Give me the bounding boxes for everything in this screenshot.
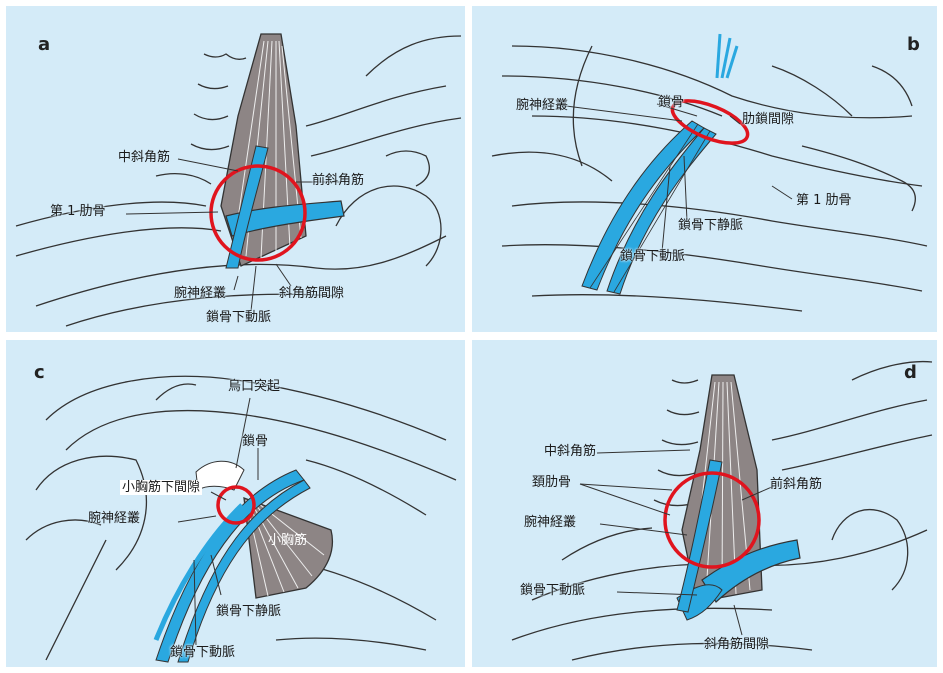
- vertebra-outline: [204, 54, 246, 59]
- upper-nerve-fibers: [717, 34, 737, 78]
- label-coracoid-process: 烏口突起: [228, 380, 280, 393]
- label-middle-scalene: 中斜角筋: [118, 151, 170, 164]
- label-subclavian-artery: 鎖骨下動脈: [520, 584, 585, 597]
- label-costoclavicular-space: 肋鎖間隙: [742, 113, 794, 126]
- label-subclavian-artery: 鎖骨下動脈: [206, 311, 271, 324]
- label-subclavian-vein: 鎖骨下静脈: [678, 219, 743, 232]
- panel-b-drawing: [472, 6, 937, 332]
- label-anterior-scalene: 前斜角筋: [312, 174, 364, 187]
- panel-a-drawing: [6, 6, 465, 332]
- panel-a: a 中斜角筋 前斜角筋 第 1 肋骨 腕神経叢 斜角筋間隙 鎖骨下動脈: [6, 6, 465, 332]
- label-cervical-rib: 頚肋骨: [532, 476, 571, 489]
- pectoralis-minor-muscle: [244, 498, 332, 598]
- label-anterior-scalene: 前斜角筋: [770, 478, 822, 491]
- label-clavicle: 鎖骨: [242, 435, 268, 448]
- label-middle-scalene: 中斜角筋: [544, 445, 596, 458]
- label-brachial-plexus: 腕神経叢: [516, 99, 568, 112]
- label-first-rib: 第 1 肋骨: [50, 205, 106, 218]
- panel-c-letter: c: [34, 362, 45, 383]
- panel-b-letter: b: [907, 34, 920, 55]
- label-brachial-plexus: 腕神経叢: [174, 287, 226, 300]
- panel-d-letter: d: [904, 362, 917, 383]
- panel-d-drawing: [472, 340, 937, 667]
- label-brachial-plexus: 腕神経叢: [524, 516, 576, 529]
- panel-d: d 中斜角筋 頚肋骨 前斜角筋 腕神経叢 鎖骨下動脈 斜角筋間隙: [472, 340, 937, 667]
- label-subclavian-artery: 鎖骨下動脈: [170, 646, 235, 659]
- label-subpectoralis-minor-space: 小胸筋下間隙: [120, 480, 202, 495]
- panel-c: c 烏口突起 鎖骨 小胸筋下間隙 腕神経叢 小胸筋 鎖骨下静脈 鎖骨下動脈: [6, 340, 465, 667]
- label-pectoralis-minor: 小胸筋: [268, 534, 307, 547]
- brachial-plexus-shape: [582, 121, 704, 290]
- label-first-rib: 第 1 肋骨: [796, 194, 852, 207]
- label-interscalene-space: 斜角筋間隙: [279, 287, 344, 300]
- label-interscalene-space: 斜角筋間隙: [704, 638, 769, 651]
- label-brachial-plexus: 腕神経叢: [88, 512, 140, 525]
- label-subclavian-artery: 鎖骨下動脈: [620, 250, 685, 263]
- label-subclavian-vein: 鎖骨下静脈: [216, 605, 281, 618]
- panel-b: b 鎖骨 腕神経叢 肋鎖間隙 第 1 肋骨 鎖骨下静脈 鎖骨下動脈: [472, 6, 937, 332]
- panel-a-letter: a: [38, 34, 50, 55]
- label-clavicle: 鎖骨: [658, 96, 684, 109]
